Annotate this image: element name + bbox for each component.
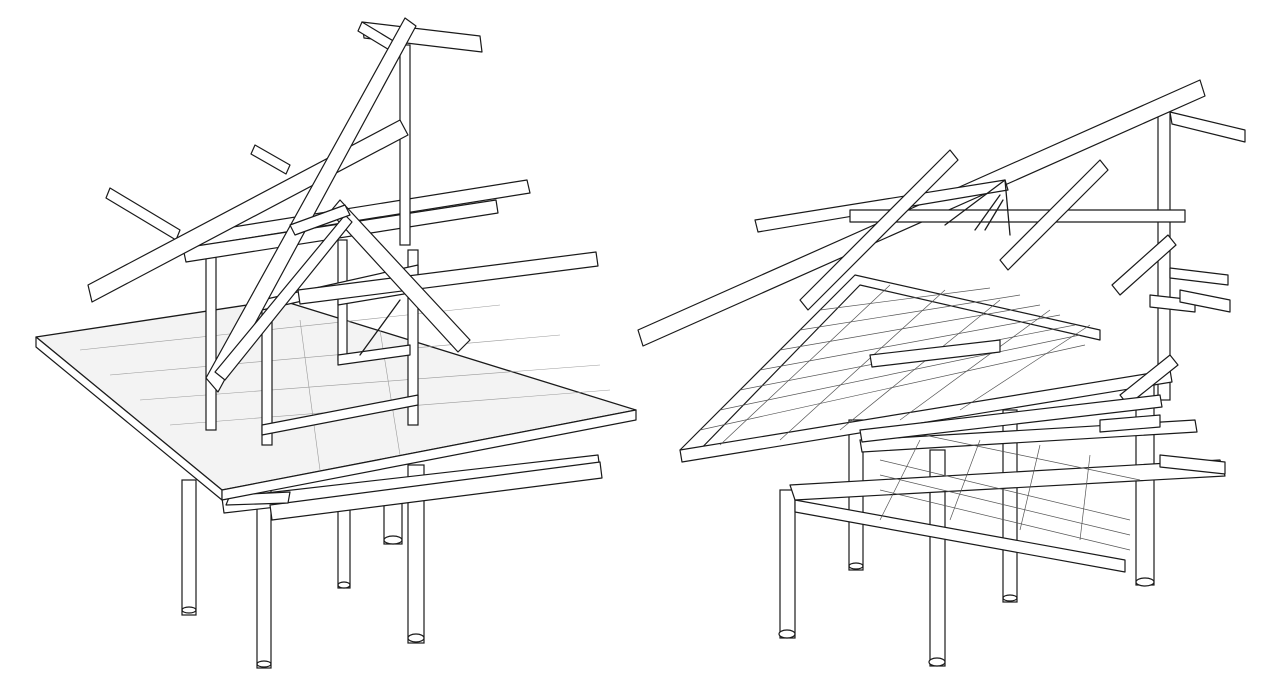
left-rafters	[87, 17, 471, 393]
left-ridge-post	[399, 44, 411, 246]
right-cross-ties	[859, 339, 1226, 475]
left-post-5	[407, 464, 425, 644]
left-post-2	[256, 489, 272, 669]
right-roof-beams	[637, 79, 1246, 347]
left-post-3	[337, 499, 351, 589]
left-post-1	[181, 479, 197, 616]
right-upper-deck	[679, 274, 1173, 463]
left-structure-view	[35, 17, 637, 669]
left-platform-deck	[35, 299, 637, 501]
right-ridge-truss	[944, 179, 1011, 236]
left-floor-beams	[221, 454, 603, 521]
left-posts	[181, 464, 425, 669]
right-structure-view	[637, 79, 1246, 667]
right-lower-joist-grid	[879, 429, 1141, 551]
